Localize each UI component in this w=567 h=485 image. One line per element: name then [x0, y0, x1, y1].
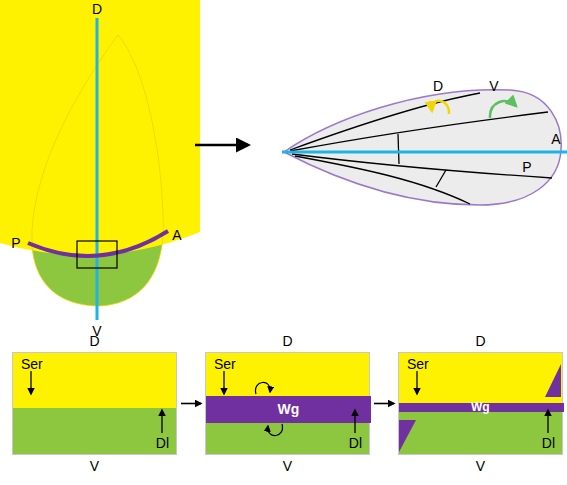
ventral-region [32, 35, 164, 306]
stripe-label: Wg [278, 396, 300, 423]
stripe-label: Wg [471, 403, 490, 412]
loop-arrow [255, 382, 270, 394]
panel-label: D [89, 333, 99, 349]
ser-arrow [30, 371, 31, 394]
panel-label: Ser [407, 356, 429, 372]
panel-label: V [476, 458, 485, 474]
dorsal-region [0, 0, 200, 320]
ser-arrow [416, 371, 417, 394]
loop-arrow [268, 424, 283, 436]
dorsal-fold-arrow [432, 101, 449, 114]
dl-arrow [354, 410, 355, 433]
wg-stripe: Wg [399, 403, 564, 412]
signaling-panel: DSerDlVWg [205, 352, 370, 455]
vein [292, 154, 552, 178]
axis-label: V [489, 78, 498, 94]
axis-label: P [11, 235, 20, 251]
panel-label: D [282, 333, 292, 349]
panel-label: Ser [214, 356, 236, 372]
ser-arrow [223, 371, 224, 394]
crossvein [398, 134, 399, 164]
disc-outline [32, 35, 164, 306]
signaling-panel: DSerDlVWg [398, 352, 563, 455]
panel-label: Ser [21, 356, 43, 372]
ventral-fold-arrow [490, 101, 516, 118]
wing-blade [284, 90, 561, 205]
step-arrow [374, 403, 394, 405]
panel-label: D [475, 333, 485, 349]
dv-axis-line [96, 18, 99, 320]
axis-label: D [433, 78, 443, 94]
wg-stripe-triangle [545, 364, 561, 397]
wing-disc [0, 0, 200, 320]
wg-stripe: Wg [206, 396, 371, 423]
adult-wing [282, 90, 567, 205]
dv-axis-line [282, 151, 567, 154]
panel-label: Dl [156, 435, 169, 451]
axis-label: A [172, 227, 181, 243]
panel-label: V [283, 458, 292, 474]
vein [290, 112, 548, 151]
dl-arrow [161, 410, 162, 433]
crossvein [436, 170, 446, 187]
vein [295, 156, 470, 204]
step-arrow [181, 403, 201, 405]
panel-label: Dl [542, 435, 555, 451]
development-arrow [195, 144, 248, 147]
signal-arrows [31, 371, 548, 433]
vein [290, 93, 480, 150]
panel-label: V [90, 458, 99, 474]
zoom-box [77, 241, 117, 268]
dl-arrow [547, 410, 548, 433]
axis-label: D [92, 1, 102, 17]
signaling-panel: DSerDlV [12, 352, 177, 455]
axis-label: P [522, 159, 531, 175]
dv-boundary [28, 231, 168, 256]
wg-stripe-triangle [399, 420, 416, 452]
panel-label: Dl [349, 435, 362, 451]
axis-label: A [551, 131, 560, 147]
